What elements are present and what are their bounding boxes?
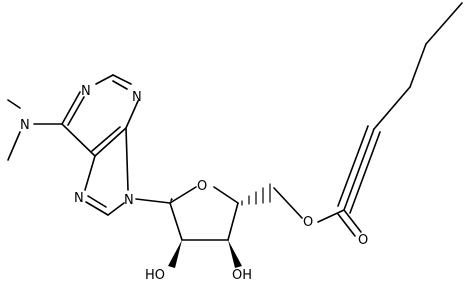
atom-ho-2: HO bbox=[145, 268, 165, 283]
bond-n3-c4 bbox=[125, 100, 139, 129]
bond-c5-c6 bbox=[61, 123, 96, 157]
atom-o-ring: O bbox=[197, 179, 207, 194]
bond-c4-c5-double bbox=[91, 126, 121, 152]
bond-n9-c4 bbox=[125, 127, 129, 191]
ribose-ring bbox=[169, 186, 239, 241]
atom-n9: N bbox=[124, 193, 134, 208]
bond-c1-c2 bbox=[169, 202, 183, 241]
atom-n7: N bbox=[74, 191, 84, 206]
atom-o-carbonyl: O bbox=[358, 233, 368, 248]
atom-n-dimethyl: N bbox=[20, 118, 30, 133]
bond-c8-n9 bbox=[107, 202, 125, 216]
bond-n7-c8-double bbox=[87, 195, 107, 208]
alkyne-triple-bond bbox=[337, 125, 381, 214]
bond-c2-n3-double bbox=[112, 80, 128, 90]
imidazole-ring bbox=[84, 127, 129, 216]
methyl-bond-lower bbox=[7, 131, 21, 161]
wedge-c3-oh bbox=[228, 240, 242, 268]
bond-c6-n1-double bbox=[67, 96, 85, 126]
bond-n7-c8 bbox=[85, 201, 109, 216]
atom-n1: N bbox=[81, 84, 91, 99]
atom-o-ester: O bbox=[303, 215, 313, 230]
bond-c2-n3 bbox=[112, 74, 132, 85]
pyrimidine-ring bbox=[61, 74, 139, 157]
bond-c1-o4 bbox=[169, 186, 197, 204]
atom-oh-3: OH bbox=[232, 268, 252, 283]
dimethylamino-group bbox=[7, 99, 63, 161]
pentyl-chain bbox=[373, 2, 463, 130]
bond-carbonyl-o bbox=[343, 209, 362, 233]
bond-n9-c1prime bbox=[135, 198, 171, 204]
bond-c5-oester bbox=[273, 187, 303, 219]
hash-c4-c5 bbox=[241, 183, 271, 206]
bond-c4-c5 bbox=[94, 127, 127, 157]
bond-carbonyl-o-double bbox=[337, 213, 356, 237]
bond-c6-n1 bbox=[61, 91, 81, 125]
bond-c5-n7 bbox=[84, 155, 96, 191]
bond-o4-c4 bbox=[213, 186, 239, 204]
bond-oester-carbonyl bbox=[317, 209, 345, 223]
methyl-bond-upper bbox=[7, 99, 21, 109]
atom-n3: N bbox=[132, 90, 142, 105]
wedge-c2-oh bbox=[168, 240, 182, 268]
bond-c3-c4 bbox=[227, 202, 239, 241]
bond-n1-c2 bbox=[95, 74, 114, 85]
